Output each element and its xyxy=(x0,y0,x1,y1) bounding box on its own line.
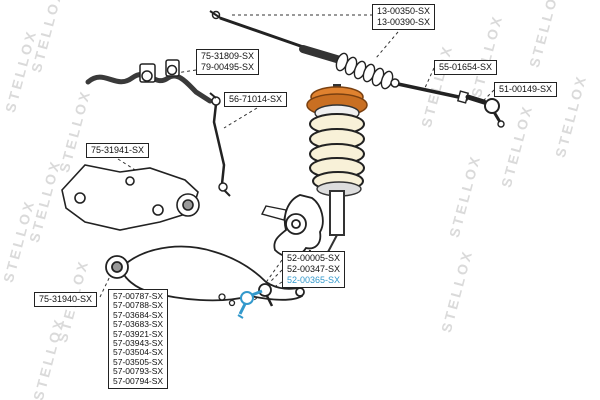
label-axial-rod[interactable]: 55-01654-SX xyxy=(434,60,498,75)
label-arm-front-bushing[interactable]: 75-31940-SX xyxy=(34,292,98,307)
part-number-item[interactable]: 57-00787-SX xyxy=(113,291,164,301)
part-number[interactable]: 13-00350-SX xyxy=(377,6,431,16)
part-number[interactable]: 55-01654-SX xyxy=(439,62,493,72)
part-number[interactable]: 51-00149-SX xyxy=(499,84,553,94)
part-number[interactable]: 75-31940-SX xyxy=(39,294,93,304)
control-arm-drawing xyxy=(105,245,305,307)
part-number-item[interactable]: 57-03921-SX xyxy=(113,328,164,339)
part-number-item[interactable]: 57-00788-SX xyxy=(113,300,164,311)
subframe-drawing xyxy=(61,164,200,231)
part-number-item[interactable]: 57-00794-SX xyxy=(113,375,164,386)
part-number-item[interactable]: 57-03504-SX xyxy=(113,347,164,358)
label-ball-joints[interactable]: 52-00005-SX 52-00347-SX 52-00365-SX xyxy=(282,251,346,288)
steering-rack-drawing xyxy=(209,10,505,128)
label-tie-rod-end[interactable]: 51-00149-SX xyxy=(494,82,558,97)
stabilizer-bar-drawing xyxy=(85,59,213,104)
knuckle-drawing xyxy=(260,194,324,258)
label-arm-rear-bushing[interactable]: 75-31941-SX xyxy=(86,143,150,158)
part-number-item[interactable]: 57-03943-SX xyxy=(113,338,164,349)
part-number-item[interactable]: 57-03684-SX xyxy=(113,309,164,320)
part-number[interactable]: 75-31941-SX xyxy=(91,145,145,155)
part-number[interactable]: 13-00390-SX xyxy=(377,17,431,27)
part-number-item[interactable]: 57-03683-SX xyxy=(113,319,164,330)
part-number-item[interactable]: 57-00793-SX xyxy=(113,366,164,377)
part-number[interactable]: 56-71014-SX xyxy=(229,94,283,104)
part-number-item[interactable]: 57-03505-SX xyxy=(113,356,164,367)
stabilizer-link-drawing xyxy=(209,92,231,197)
label-stabilizer-link[interactable]: 56-71014-SX xyxy=(224,92,288,107)
highlighted-ball-joint-drawing[interactable] xyxy=(237,289,263,319)
label-stabilizer-bushings[interactable]: 75-31809-SX 79-00495-SX xyxy=(196,49,260,75)
part-number[interactable]: 52-00347-SX xyxy=(287,264,341,274)
part-number-highlighted[interactable]: 52-00365-SX xyxy=(287,275,341,285)
label-steering-rack[interactable]: 13-00350-SX 13-00390-SX xyxy=(372,4,436,30)
part-number[interactable]: 52-00005-SX xyxy=(287,253,341,263)
part-number[interactable]: 79-00495-SX xyxy=(201,62,255,72)
part-number[interactable]: 75-31809-SX xyxy=(201,51,255,61)
